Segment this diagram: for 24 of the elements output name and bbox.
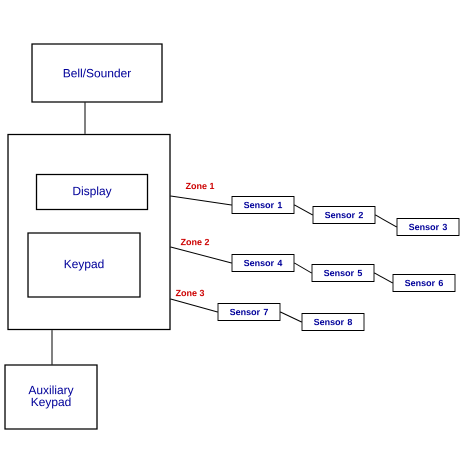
sensor-box: Sensor 1 bbox=[232, 196, 294, 214]
sensor-box: Sensor 6 bbox=[392, 274, 456, 292]
edge-label: Zone 2 bbox=[180, 238, 210, 246]
sensor-box: Sensor 5 bbox=[312, 264, 374, 282]
connector-line bbox=[294, 204, 314, 216]
connector-line bbox=[170, 196, 232, 206]
sensor-box: Sensor 8 bbox=[302, 313, 364, 331]
sensor-box: Sensor 7 bbox=[218, 303, 280, 321]
connector-line bbox=[84, 102, 86, 134]
component-box: Display bbox=[36, 174, 148, 210]
connector-line bbox=[294, 262, 312, 274]
sensor-box: Sensor 3 bbox=[396, 218, 460, 236]
sensor-box: Sensor 4 bbox=[232, 254, 294, 272]
component-box: Auxiliary Keypad bbox=[4, 364, 98, 430]
connector-line bbox=[374, 272, 394, 284]
edge-label: Zone 1 bbox=[184, 182, 216, 190]
connector-line bbox=[280, 312, 302, 322]
connector-line bbox=[170, 298, 218, 312]
component-box: Keypad bbox=[27, 232, 141, 298]
edge-label: Zone 3 bbox=[174, 288, 206, 298]
connector-line bbox=[374, 214, 398, 228]
sensor-box: Sensor 2 bbox=[312, 206, 376, 224]
connector-line bbox=[170, 246, 232, 264]
component-box: Bell/Sounder bbox=[31, 43, 163, 103]
